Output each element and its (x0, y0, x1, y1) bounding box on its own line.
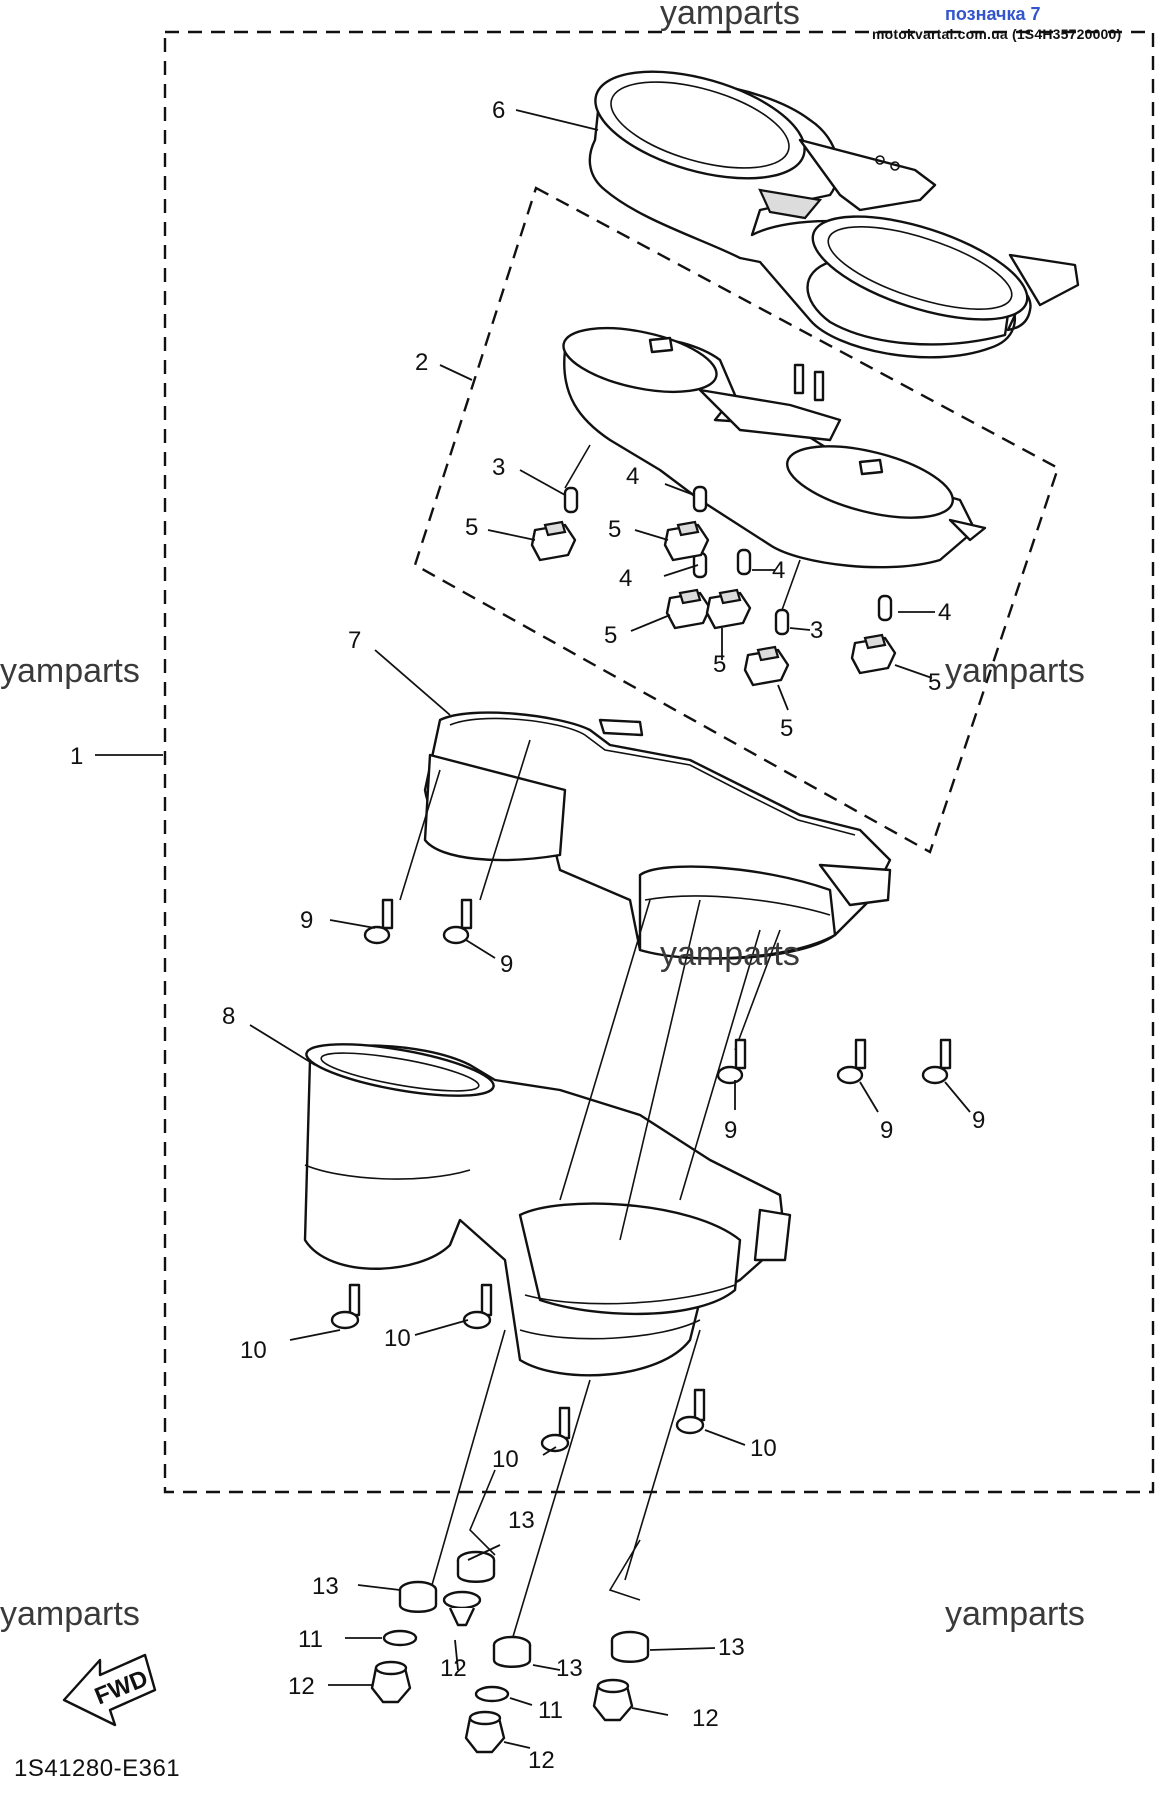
label-13c: 13 (556, 1655, 583, 1682)
meter-lower-case (303, 1043, 792, 1377)
source-tag-title: позначка 7 (945, 4, 1041, 24)
watermark-top: yamparts (660, 0, 800, 32)
meter-inner-case (423, 711, 892, 960)
label-13d: 13 (718, 1634, 745, 1661)
label-4a: 4 (626, 463, 639, 490)
screws-9 (363, 898, 952, 1085)
socket-5-b (663, 520, 710, 562)
watermark-center: yamparts (660, 935, 800, 973)
socket-5-a (530, 520, 577, 562)
label-4b: 4 (619, 565, 632, 592)
grommet-13-e (442, 1590, 482, 1627)
watermark-right-bottom: yamparts (945, 1595, 1085, 1633)
label-10c: 10 (492, 1446, 519, 1473)
label-5e: 5 (780, 715, 793, 742)
label-13b: 13 (508, 1507, 535, 1534)
assembly-boundary (163, 30, 1155, 1494)
label-5d: 5 (713, 651, 726, 678)
label-5c: 5 (604, 622, 617, 649)
label-12a: 12 (288, 1673, 315, 1700)
bulb-3-left (563, 486, 579, 514)
label-9c: 9 (724, 1117, 737, 1144)
socket-5-e (743, 645, 790, 687)
source-tag-url: motokvartal.com.ua (1S4H35720000) (872, 26, 1122, 42)
label-4d: 4 (938, 599, 951, 626)
meter-cover-lens (588, 70, 1080, 359)
screw-9-a (363, 898, 394, 945)
washer-11-a (382, 1629, 418, 1647)
meter-body (562, 326, 987, 569)
screws-10 (330, 1283, 706, 1453)
label-10b: 10 (384, 1325, 411, 1352)
label-1: 1 (70, 743, 83, 770)
label-5a: 5 (465, 514, 478, 541)
label-9b: 9 (500, 951, 513, 978)
grommets-13 (398, 1550, 650, 1668)
label-9d: 9 (880, 1117, 893, 1144)
fwd-arrow: FWD (62, 1653, 157, 1727)
socket-5-c (665, 588, 712, 630)
label-7: 7 (348, 627, 361, 654)
watermark-left-mid: yamparts (0, 652, 140, 690)
label-10d: 10 (750, 1435, 777, 1462)
nut-12-b (592, 1678, 634, 1722)
label-10a: 10 (240, 1337, 267, 1364)
screw-10-b (462, 1283, 493, 1330)
bulb-4-right (877, 594, 893, 622)
diagram-code: 1S41280-E361 (14, 1755, 181, 1782)
leader-lines (95, 109, 971, 1749)
label-2: 2 (415, 349, 428, 376)
label-9e: 9 (972, 1107, 985, 1134)
label-5b: 5 (608, 516, 621, 543)
socket-5-d (705, 588, 752, 630)
label-8: 8 (222, 1003, 235, 1030)
watermark-left-bottom: yamparts (0, 1595, 140, 1633)
washers-11 (382, 1629, 510, 1703)
label-11b: 11 (538, 1697, 563, 1724)
label-4c: 4 (772, 557, 785, 584)
screw-10-a (330, 1283, 361, 1330)
bulbs-and-sockets (530, 485, 897, 687)
label-12d: 12 (528, 1747, 555, 1774)
nut-12-a (370, 1660, 412, 1704)
socket-5-f (850, 633, 897, 675)
screw-9-b (442, 898, 473, 945)
label-13a: 13 (312, 1573, 339, 1600)
meter-assembly-boundary (413, 186, 1060, 854)
label-3a: 3 (492, 454, 505, 481)
part-number-labels: 1 2 3 3 4 4 4 4 5 5 5 5 5 5 6 7 8 9 9 9 … (70, 97, 985, 1774)
bulb-3-right (774, 608, 790, 636)
label-11a: 11 (298, 1626, 323, 1653)
screw-9-c (716, 1038, 747, 1085)
label-5f: 5 (928, 669, 941, 696)
label-12c: 12 (692, 1705, 719, 1732)
nuts-12 (370, 1660, 634, 1754)
label-9a: 9 (300, 907, 313, 934)
grommet-13-b (398, 1580, 438, 1613)
grommet-13-c (492, 1635, 532, 1668)
screw-9-d (836, 1038, 867, 1085)
nut-12-c (464, 1710, 506, 1754)
watermark-right-mid: yamparts (945, 652, 1085, 690)
screw-10-d (675, 1388, 706, 1435)
washer-11-b (474, 1685, 510, 1703)
screw-10-c (540, 1406, 571, 1453)
label-12b: 12 (440, 1655, 467, 1682)
label-6: 6 (492, 97, 505, 124)
bulb-4-mid-b (736, 548, 752, 576)
grommet-13-d (610, 1630, 650, 1663)
label-3b: 3 (810, 617, 823, 644)
assembly-guide-lines (399, 444, 801, 1641)
screw-9-e (921, 1038, 952, 1085)
grommet-13-a (456, 1550, 496, 1583)
bulb-4-top (692, 485, 708, 513)
